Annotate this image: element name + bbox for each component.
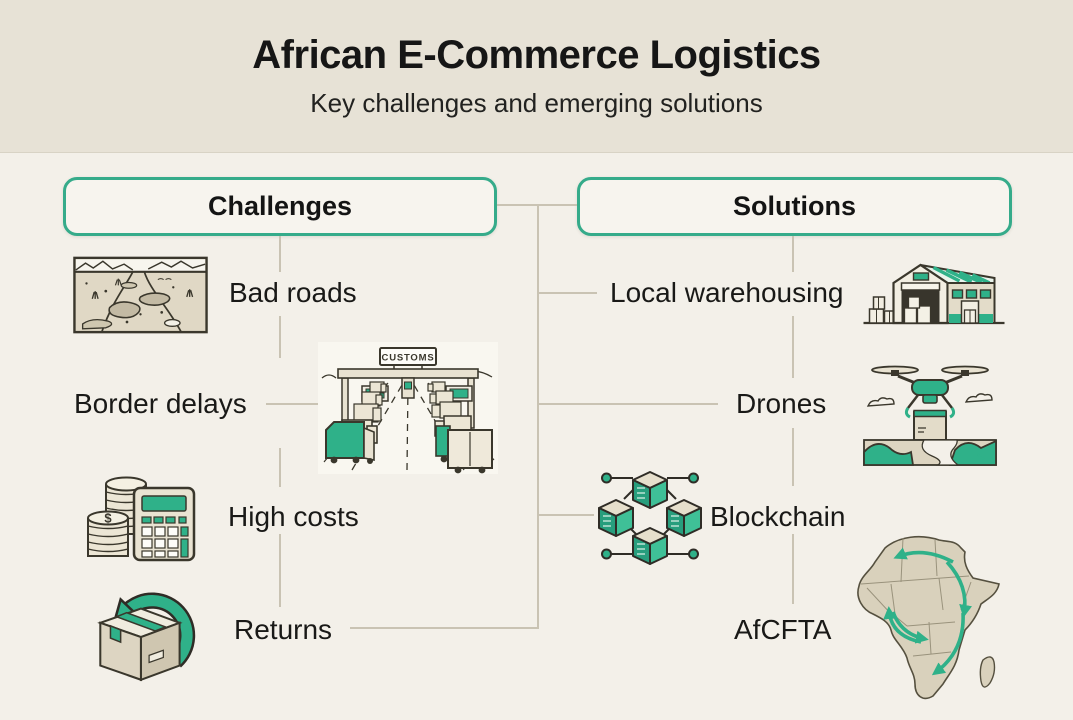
customs-border-queue-icon: CUSTOMS xyxy=(318,342,498,474)
customs-sign-text: CUSTOMS xyxy=(382,353,435,364)
label-drones: Drones xyxy=(736,388,827,419)
connector-blockchain xyxy=(539,514,594,516)
solutions-heading: Solutions xyxy=(733,191,856,221)
label-afcfta: AfCFTA xyxy=(734,614,832,645)
label-border-delays: Border delays xyxy=(74,388,247,419)
connector-center-spine xyxy=(537,204,539,629)
label-blockchain: Blockchain xyxy=(710,501,846,532)
delivery-drone-icon xyxy=(863,365,997,466)
connector-left-spine-seg2 xyxy=(279,316,281,358)
package-return-arrow-icon xyxy=(97,592,196,682)
connector-left-spine-seg1 xyxy=(279,236,281,272)
header-band: African E-Commerce Logistics Key challen… xyxy=(0,0,1073,153)
connector-right-spine-seg1 xyxy=(792,236,794,272)
connector-left-spine-seg3 xyxy=(279,448,281,487)
page-title: African E-Commerce Logistics xyxy=(252,33,821,77)
rough-road-icon xyxy=(73,256,208,334)
connector-right-spine-seg3 xyxy=(792,428,794,486)
challenges-heading: Challenges xyxy=(207,191,353,221)
page-subtitle: Key challenges and emerging solutions xyxy=(310,88,763,118)
label-local-warehousing: Local warehousing xyxy=(610,277,844,308)
africa-trade-routes-map-icon xyxy=(857,535,1000,700)
solutions-header-box: Solutions xyxy=(577,177,1012,236)
dollar-sign: $ xyxy=(104,511,112,526)
connector-right-spine-seg2 xyxy=(792,316,794,378)
connector-returns xyxy=(350,627,537,629)
connector-right-spine-seg4 xyxy=(792,534,794,604)
connector-local-warehousing xyxy=(539,292,597,294)
connector-drones xyxy=(539,403,718,405)
label-returns: Returns xyxy=(234,614,333,645)
label-bad-roads: Bad roads xyxy=(229,277,357,308)
warehouse-icon xyxy=(863,263,1005,325)
coins-and-calculator-icon: $ xyxy=(87,476,196,562)
blockchain-cubes-icon xyxy=(598,471,702,565)
connector-left-spine-seg4 xyxy=(279,534,281,607)
challenges-header-box: Challenges xyxy=(63,177,497,236)
label-high-costs: High costs xyxy=(228,501,359,532)
connector-border-delays xyxy=(266,403,318,405)
